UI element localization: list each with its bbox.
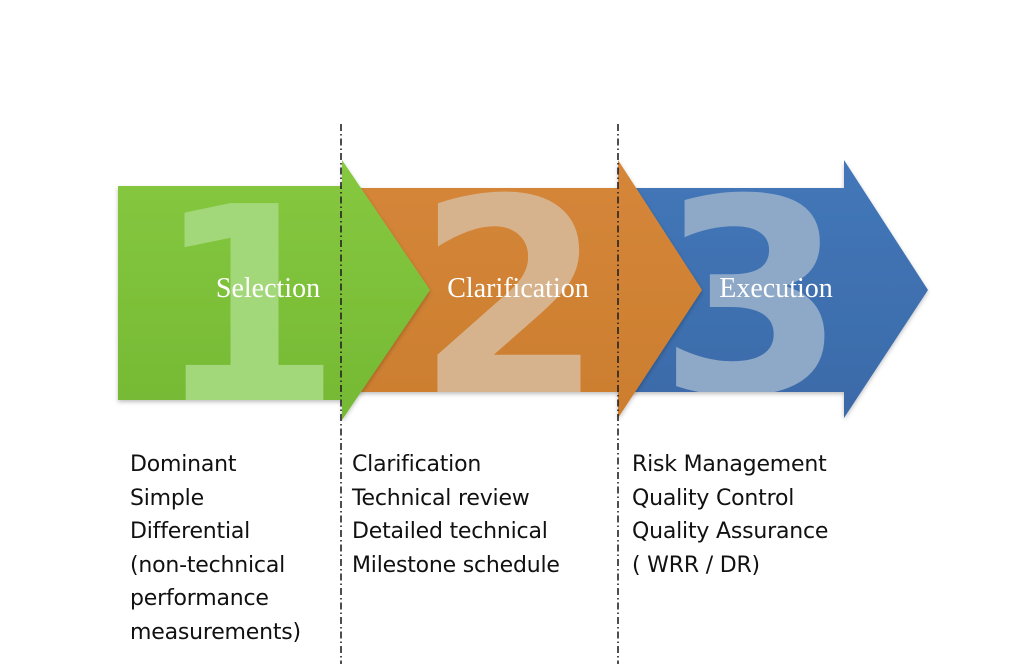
stage-2-item: Detailed technical — [352, 519, 548, 544]
stage-3-item: Quality Control — [632, 485, 795, 511]
stage-2-item: Milestone schedule — [352, 552, 560, 578]
stage-2-label: Clarification — [447, 273, 589, 304]
stage-3-item: Quality Assurance — [632, 519, 829, 544]
stage-3-item: Risk Management — [632, 452, 827, 477]
stage-2-arrow-shape — [342, 160, 702, 418]
stage-1-arrow: 1 Selection — [118, 149, 430, 464]
stage-3-description: Risk Management Quality Control Quality … — [632, 448, 828, 582]
stage-2-description: Clarification Technical review Detailed … — [352, 448, 560, 582]
stage-3-label: Execution — [719, 273, 833, 304]
stage-2-item: Technical review — [352, 485, 530, 511]
stage-1-numeral: 1 — [154, 149, 342, 464]
stage-2-numeral: 2 — [416, 141, 604, 456]
stage-1-item: (non-technical — [130, 552, 286, 578]
stage-1-item: Differential — [130, 519, 251, 544]
stage-2-arrow: 2 Clarification — [342, 141, 702, 456]
stage-1-item: performance — [130, 586, 269, 611]
stage-1-item: Dominant — [130, 452, 237, 477]
stage-1-label: Selection — [216, 273, 320, 304]
stage-1-item: Simple — [130, 485, 204, 511]
stage-1-arrow-shape — [118, 160, 430, 420]
stage-1-description: Dominant Simple Differential (non-techni… — [130, 448, 301, 649]
stage-3-item: ( WRR / DR) — [632, 552, 760, 578]
stage-3-arrow-shape — [618, 160, 928, 418]
stage-2-item: Clarification — [352, 452, 482, 477]
stage-1-item: measurements) — [130, 619, 301, 645]
